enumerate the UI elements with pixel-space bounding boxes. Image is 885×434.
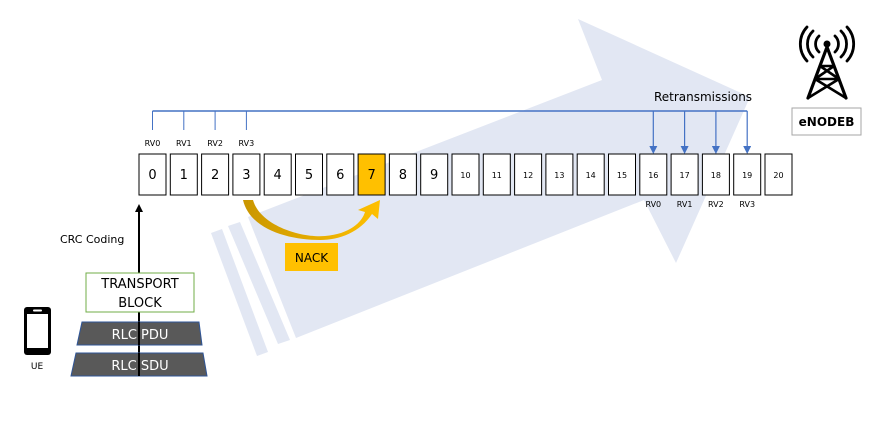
big-arrow-stripe-1 — [228, 222, 290, 344]
sequence-box-rect — [639, 153, 668, 196]
sequence-box-rect — [357, 153, 386, 196]
sequence-box-19: 19 — [733, 153, 762, 196]
sequence-box-label: 3 — [242, 168, 250, 183]
sequence-box-17: 17 — [670, 153, 699, 196]
enodeb-box — [791, 107, 862, 136]
sequence-box-rect — [482, 153, 511, 196]
sequence-box-rect — [169, 153, 198, 196]
sequence-box-rect — [608, 153, 636, 196]
crc-coding-label: CRC Coding — [60, 233, 124, 246]
sequence-box-7: 7 — [357, 153, 386, 196]
sequence-box-label: 0 — [148, 168, 156, 183]
rlc-pdu-label: RLC PDU — [112, 328, 169, 343]
top-rv-label: RV3 — [239, 139, 255, 148]
background-progress-arrow — [211, 19, 750, 356]
sequence-box-rect — [764, 153, 793, 196]
smartphone-icon — [24, 307, 51, 355]
sequence-box-rect — [576, 153, 605, 196]
sequence-box-1: 1 — [169, 153, 198, 196]
sequence-box-rect — [326, 153, 355, 196]
sequence-box-11: 11 — [482, 153, 511, 196]
sequence-box-12: 12 — [514, 153, 543, 196]
sequence-box-label: 14 — [586, 171, 596, 180]
sequence-box-label: 10 — [460, 171, 470, 180]
sequence-box-rect — [514, 153, 543, 196]
nack-label: NACK — [295, 251, 329, 265]
sequence-box-15: 15 — [608, 153, 636, 196]
sequence-box-label: 2 — [211, 168, 219, 183]
sequence-box-rect — [138, 153, 167, 196]
sequence-box-4: 4 — [263, 153, 292, 196]
sequence-box-rect — [701, 153, 730, 196]
transport-block-line1: TRANSPORT — [100, 277, 178, 292]
sequence-box-rect — [545, 153, 574, 196]
sequence-box-label: 1 — [180, 168, 188, 183]
sequence-box-13: 13 — [545, 153, 574, 196]
sequence-box-5: 5 — [295, 153, 323, 196]
sequence-box-label: 15 — [617, 171, 627, 180]
sequence-box-rect — [670, 153, 699, 196]
top-rv-label: RV2 — [207, 139, 223, 148]
sequence-box-label: 19 — [742, 171, 752, 180]
sequence-box-16: 16 — [639, 153, 668, 196]
bottom-rv-label: RV0 — [645, 200, 661, 209]
sequence-box-label: 5 — [305, 168, 313, 183]
sequence-box-9: 9 — [420, 153, 449, 196]
sequence-box-20: 20 — [764, 153, 793, 196]
sequence-box-6: 6 — [326, 153, 355, 196]
sequence-box-rect — [232, 153, 261, 196]
rlc-sdu-label: RLC SDU — [111, 359, 168, 374]
sequence-box-label: 18 — [711, 171, 721, 180]
nack-arrow-body — [243, 200, 380, 240]
nack-curved-arrow — [243, 200, 380, 240]
sequence-box-rect — [263, 153, 292, 196]
sequence-box-label: 8 — [399, 168, 407, 183]
sequence-box-10: 10 — [451, 153, 480, 196]
sequence-box-rect — [201, 153, 230, 196]
sequence-box-label: 20 — [773, 171, 783, 180]
sequence-box-3: 3 — [232, 153, 261, 196]
sequence-box-rect — [451, 153, 480, 196]
bottom-rv-label: RV3 — [739, 200, 755, 209]
rv-connectors — [152, 110, 752, 154]
sequence-box-rect — [295, 153, 323, 196]
big-arrow-stripe-2 — [211, 229, 268, 356]
sequence-box-label: 17 — [680, 171, 690, 180]
ue-label: UE — [31, 362, 44, 372]
sequence-box-label: 11 — [492, 171, 502, 180]
sequence-box-label: 9 — [430, 168, 438, 183]
sequence-box-18: 18 — [701, 153, 730, 196]
sequence-box-label: 13 — [554, 171, 564, 180]
sequence-box-8: 8 — [388, 153, 417, 196]
sequence-box-label: 12 — [523, 171, 533, 180]
sequence-box-label: 4 — [274, 168, 282, 183]
sequence-box-label: 16 — [648, 171, 658, 180]
top-rv-label: RV0 — [145, 139, 161, 148]
sequence-box-label: 6 — [336, 168, 344, 183]
sequence-box-0: 0 — [138, 153, 167, 196]
top-rv-label: RV1 — [176, 139, 192, 148]
nack-badge — [285, 243, 338, 271]
sequence-box-14: 14 — [576, 153, 605, 196]
sequence-box-2: 2 — [201, 153, 230, 196]
enodeb-label: eNODEB — [799, 115, 855, 129]
bottom-rv-label: RV2 — [708, 200, 724, 209]
sequence-box-label: 7 — [367, 168, 375, 183]
bottom-rv-label: RV1 — [677, 200, 693, 209]
transport-block-line2: BLOCK — [118, 296, 162, 311]
cell-tower-icon — [799, 25, 855, 100]
sequence-box-rect — [388, 153, 417, 196]
retransmissions-label: Retransmissions — [654, 90, 752, 104]
sequence-box-rect — [733, 153, 762, 196]
sequence-box-rect — [420, 153, 449, 196]
transport-block — [85, 272, 195, 313]
